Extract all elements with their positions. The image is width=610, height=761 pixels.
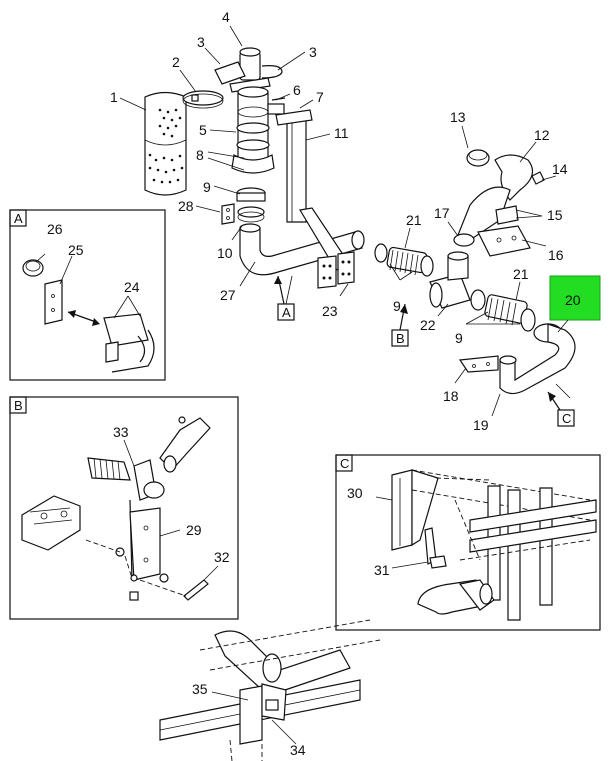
- leader-lines: [119, 25, 571, 417]
- callout-24: 24: [124, 279, 140, 295]
- detail-a-parts: [22, 253, 155, 373]
- callout-21: 21: [406, 212, 422, 228]
- callout-9: 9: [455, 330, 463, 346]
- callout-4: 4: [222, 9, 230, 25]
- detail-b-parts: [21, 416, 219, 601]
- callout-14: 14: [552, 161, 568, 177]
- callout-15: 15: [547, 207, 563, 223]
- callout-12: 12: [534, 127, 550, 143]
- callout-30: 30: [347, 485, 363, 501]
- callout-19: 19: [473, 417, 489, 433]
- detail-box-a: [9, 209, 166, 381]
- callout-26: 26: [47, 221, 63, 237]
- plate-part-28: [221, 203, 235, 225]
- callout-27: 27: [220, 287, 236, 303]
- bellows-part-21: [374, 243, 434, 277]
- callout-2: 2: [172, 54, 180, 70]
- callout-10: 10: [217, 245, 233, 261]
- callout-1: 1: [110, 89, 118, 105]
- upper-pipe-assembly-part-12: [453, 149, 545, 257]
- highlight-box-part-20: [549, 275, 601, 321]
- callout-22: 22: [420, 317, 436, 333]
- callout-8: 8: [196, 147, 204, 163]
- callout-32: 32: [214, 549, 230, 565]
- callout-35: 35: [192, 681, 208, 697]
- callout-9: 9: [393, 298, 401, 314]
- tee-part-22: [429, 251, 471, 309]
- view-ref-b: B: [396, 331, 405, 346]
- callout-21: 21: [513, 266, 529, 282]
- view-ref-arrows: [274, 275, 561, 411]
- bottom-frame-view: [159, 619, 381, 761]
- band-clamp-part-2: [182, 90, 224, 109]
- callout-3: 3: [309, 44, 317, 60]
- clamps-part-9-10: [236, 187, 266, 223]
- detail-box-b: [9, 396, 239, 620]
- elbow-part-19: [458, 323, 576, 395]
- callout-7: 7: [316, 89, 324, 105]
- callout-20: 20: [565, 292, 581, 308]
- view-ref-c: C: [562, 411, 571, 426]
- callout-28: 28: [178, 198, 194, 214]
- callout-25: 25: [68, 242, 84, 258]
- detail-c-parts: [375, 469, 597, 621]
- callout-29: 29: [186, 522, 202, 538]
- callout-33: 33: [113, 424, 129, 440]
- vertical-bracket-part-11: [275, 109, 313, 223]
- bellows-lower-part-21: [470, 289, 536, 332]
- detail-label-c: C: [340, 456, 349, 471]
- callout-23: 23: [322, 303, 338, 319]
- callout-6: 6: [293, 82, 301, 98]
- heat-shield-part-1: [144, 91, 187, 196]
- callout-13: 13: [450, 109, 466, 125]
- bracket-plates-part-23: [317, 251, 355, 289]
- callout-9: 9: [203, 179, 211, 195]
- callout-11: 11: [334, 125, 349, 141]
- callout-17: 17: [434, 205, 450, 221]
- callout-31: 31: [374, 562, 390, 578]
- view-ref-a: A: [282, 305, 291, 320]
- detail-label-a: A: [14, 211, 23, 226]
- callout-5: 5: [199, 122, 207, 138]
- view-ref-labels: A B C A B C: [14, 211, 575, 471]
- pipe-section-part-5: [231, 86, 286, 174]
- callout-16: 16: [548, 247, 564, 263]
- callout-3: 3: [197, 34, 205, 50]
- callout-18: 18: [443, 388, 459, 404]
- detail-box-c: [335, 454, 601, 631]
- callout-34: 34: [290, 742, 306, 758]
- top-clamp-part-4: [214, 47, 283, 93]
- detail-label-b: B: [14, 398, 23, 413]
